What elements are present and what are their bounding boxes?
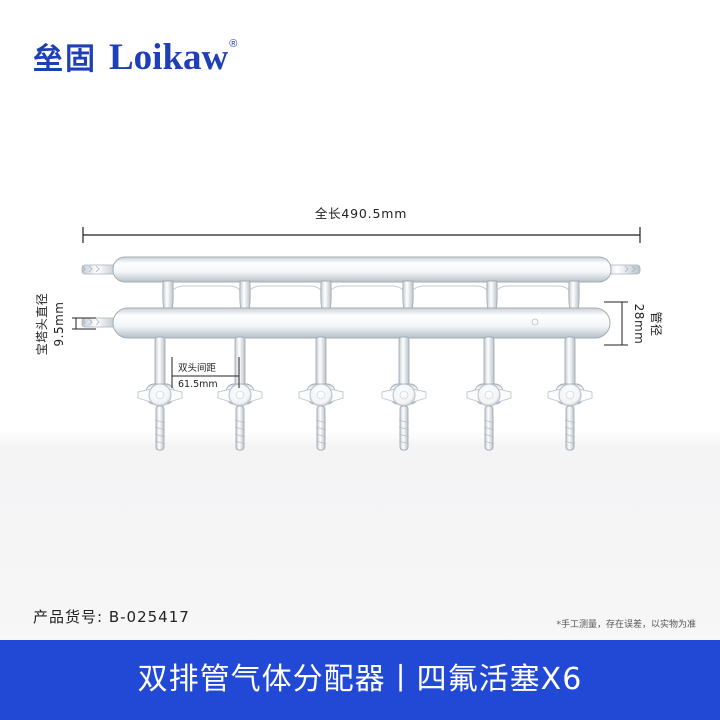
stopcock: [298, 336, 344, 451]
connector: [239, 280, 322, 311]
hose-barb-dimension: 宝塔头直径 9.5mm: [35, 293, 96, 356]
banner-title: 双排管气体分配器丨四氟活塞X6: [137, 662, 583, 697]
brand-name-cn: 垒固: [33, 42, 97, 77]
tube-diameter-value: 28mm: [632, 304, 646, 345]
spacing-label: 双头间距: [178, 362, 217, 374]
hose-barb-value: 9.5mm: [52, 302, 66, 347]
title-banner: 双排管气体分配器丨四氟活塞X6: [0, 640, 720, 720]
outlet-stopcocks: [137, 336, 593, 451]
outlet-spacing-dimension: 双头间距 61.5mm: [171, 357, 240, 390]
brand-logo: 垒固 Loikaw ®: [33, 34, 238, 78]
tube-diameter-label: 管径: [649, 311, 664, 336]
upper-manifold-tube: [81, 256, 641, 283]
spacing-value: 61.5mm: [178, 379, 218, 390]
stopcock: [137, 336, 183, 451]
total-length-label: 全长490.5mm: [315, 206, 407, 221]
connector: [568, 280, 580, 311]
registered-mark: ®: [229, 38, 238, 50]
stopcock: [466, 336, 512, 451]
total-length-dimension: 全长490.5mm: [82, 206, 641, 243]
hose-barb-label: 宝塔头直径: [35, 293, 49, 356]
lower-manifold-tube: [81, 307, 611, 339]
item-number: 产品货号: B-025417: [33, 608, 190, 626]
brand-name-en: Loikaw: [109, 37, 229, 78]
connector: [486, 280, 570, 311]
measurement-note: *手工测量，存在误差，以实物为准: [556, 620, 696, 630]
stopcock: [547, 336, 593, 451]
manifold-drawing: 全长490.5mm 宝塔头直径 9.5mm: [35, 206, 664, 451]
stopcock: [217, 336, 263, 451]
connector: [320, 280, 404, 311]
connector: [402, 280, 488, 311]
tube-diameter-dimension: 28mm 管径: [604, 301, 664, 346]
stopcock: [381, 336, 427, 451]
connector-arches: [162, 280, 580, 311]
connector: [162, 280, 241, 311]
